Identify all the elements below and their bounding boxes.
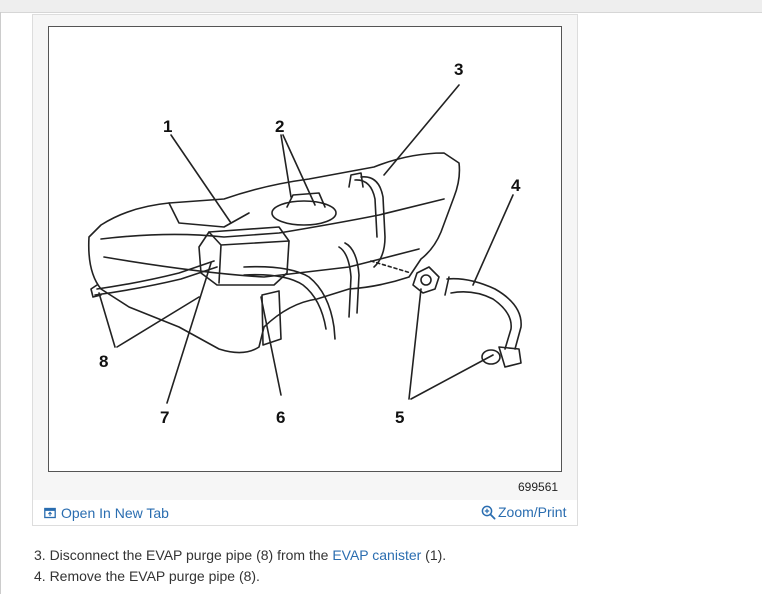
open-in-new-tab-label: Open In New Tab xyxy=(61,505,169,521)
figure-number: 699561 xyxy=(518,480,559,494)
tank-seam xyxy=(103,248,420,278)
callout-8: 8 xyxy=(99,352,108,371)
callout-4: 4 xyxy=(511,176,521,195)
figure-card-footer xyxy=(33,500,577,525)
open-in-new-tab-link[interactable]: Open In New Tab xyxy=(44,504,169,522)
step-3-text: 3. Disconnect the EVAP purge pipe (8) fr… xyxy=(34,547,333,563)
evap-canister-link[interactable]: EVAP canister xyxy=(332,547,422,563)
step-4: 4. Remove the EVAP purge pipe (8). xyxy=(34,568,260,584)
step-3: 3. Disconnect the EVAP purge pipe (8) fr… xyxy=(34,545,446,566)
tank-front-panel xyxy=(168,202,250,228)
callout-6: 6 xyxy=(276,408,285,427)
diagram-frame: 1 2 3 4 5 6 7 8 xyxy=(48,26,562,472)
top-bar xyxy=(0,0,762,13)
open-in-new-tab-icon xyxy=(44,507,56,519)
left-edge-divider xyxy=(0,12,1,594)
fitting-5 xyxy=(412,266,440,294)
zoom-print-label: Zoom/Print xyxy=(498,504,567,520)
tank-top-ridge xyxy=(100,198,445,240)
procedure-steps: 3. Disconnect the EVAP purge pipe (8) fr… xyxy=(34,545,446,587)
magnifier-icon xyxy=(481,505,496,519)
callout-7: 7 xyxy=(160,408,169,427)
callout-5: 5 xyxy=(395,408,404,427)
pipe-right xyxy=(338,242,360,318)
fuel-tank-outline xyxy=(87,152,461,354)
callout-1: 1 xyxy=(163,117,172,136)
filler-pipe-4 xyxy=(446,277,522,350)
callout-2: 2 xyxy=(275,117,284,136)
step-3-suffix: (1). xyxy=(421,547,447,563)
vent-tube xyxy=(360,176,386,268)
pump-module-flange xyxy=(271,200,337,226)
evap-diagram: 1 2 3 4 5 6 7 8 xyxy=(87,60,522,427)
purge-pipe-8 xyxy=(94,260,218,296)
pipe-6 xyxy=(243,265,336,340)
zoom-print-link[interactable]: Zoom/Print xyxy=(481,502,566,522)
callout-3: 3 xyxy=(454,60,463,79)
